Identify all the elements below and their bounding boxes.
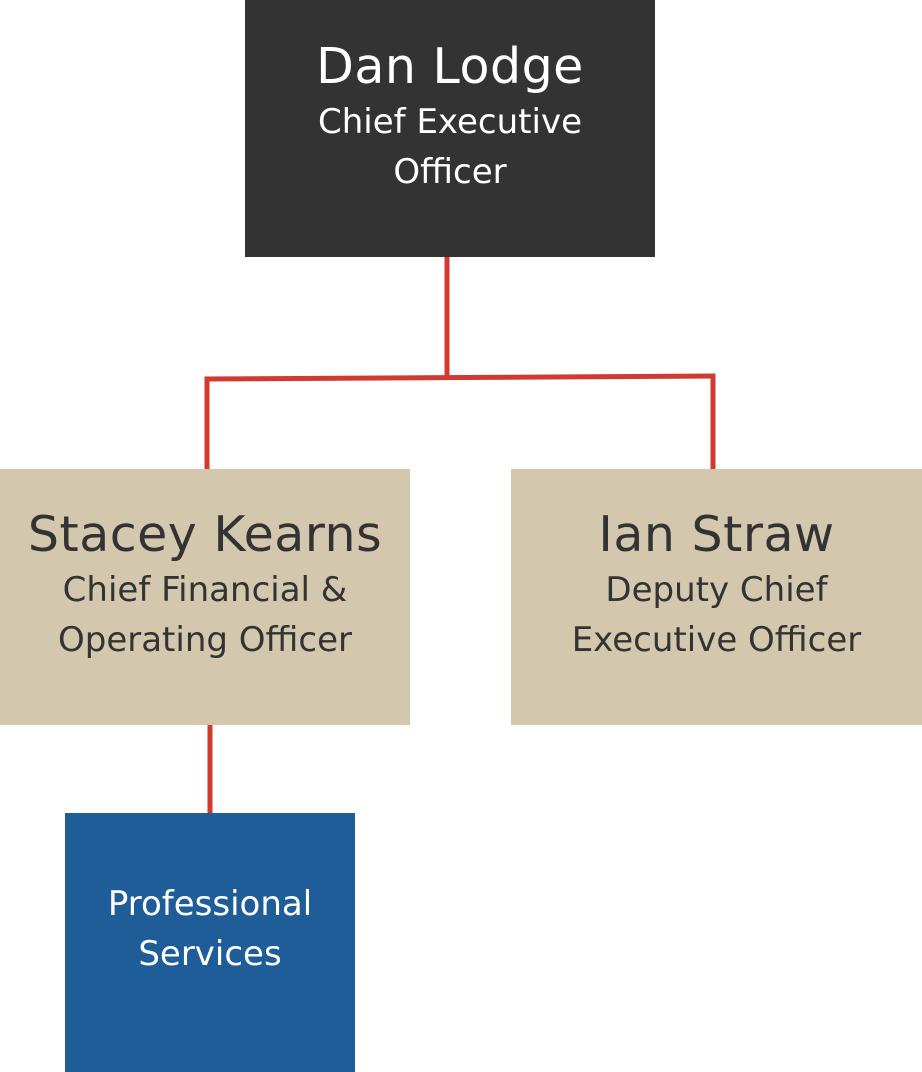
cfo-box: Stacey Kearns Chief Financial & Operatin…	[0, 469, 410, 725]
deputy-ceo-role: Deputy Chief Executive Officer	[571, 570, 862, 660]
ceo-role: Chief Executive Officer	[318, 101, 582, 192]
deputy-ceo-name: Ian Straw	[598, 506, 835, 563]
professional-services-label: Professional Services	[107, 883, 313, 974]
ceo-box: Dan Lodge Chief Executive Officer	[245, 0, 655, 257]
connector-horizontal-bar	[204, 373, 716, 382]
cfo-role: Chief Financial & Operating Officer	[57, 570, 352, 660]
deputy-ceo-box: Ian Straw Deputy Chief Executive Officer	[511, 469, 922, 725]
ceo-name: Dan Lodge	[316, 37, 584, 95]
cfo-name: Stacey Kearns	[27, 506, 383, 563]
professional-services-box: Professional Services	[65, 813, 355, 1072]
